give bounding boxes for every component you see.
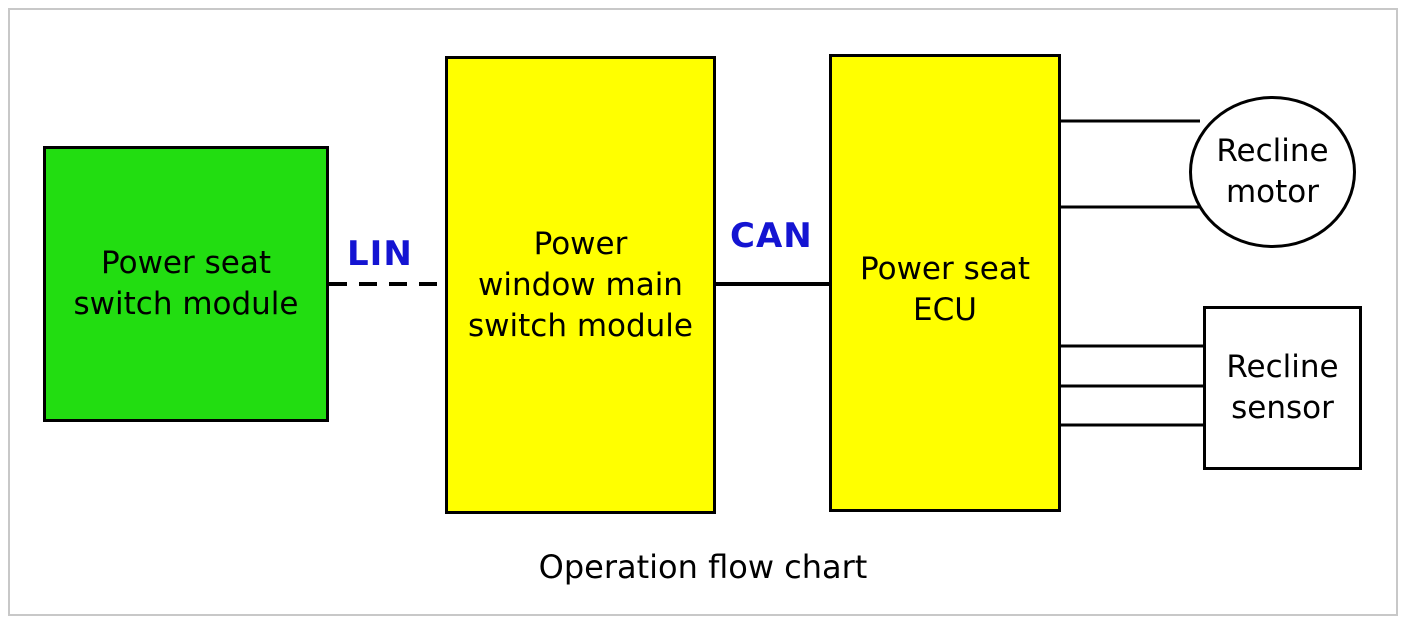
- recline-motor-label: Recline motor: [1216, 133, 1329, 210]
- diagram-caption: Operation flow chart: [538, 548, 868, 586]
- lin-label: LIN: [347, 234, 413, 274]
- recline-motor-circle: Recline motor: [1189, 96, 1356, 248]
- power-window-main-switch-module-box: Power window main switch module: [445, 56, 716, 514]
- power-seat-ecu-box: Power seat ECU: [829, 54, 1061, 512]
- can-label: CAN: [730, 216, 813, 256]
- power-window-main-switch-module-label: Power window main switch module: [468, 225, 693, 344]
- power-seat-switch-module-label: Power seat switch module: [73, 245, 299, 322]
- power-seat-switch-module-box: Power seat switch module: [43, 146, 329, 422]
- recline-sensor-box: Recline sensor: [1203, 306, 1362, 470]
- diagram-frame: [8, 8, 1398, 616]
- recline-sensor-label: Recline sensor: [1226, 349, 1339, 426]
- power-seat-ecu-label: Power seat ECU: [860, 251, 1030, 328]
